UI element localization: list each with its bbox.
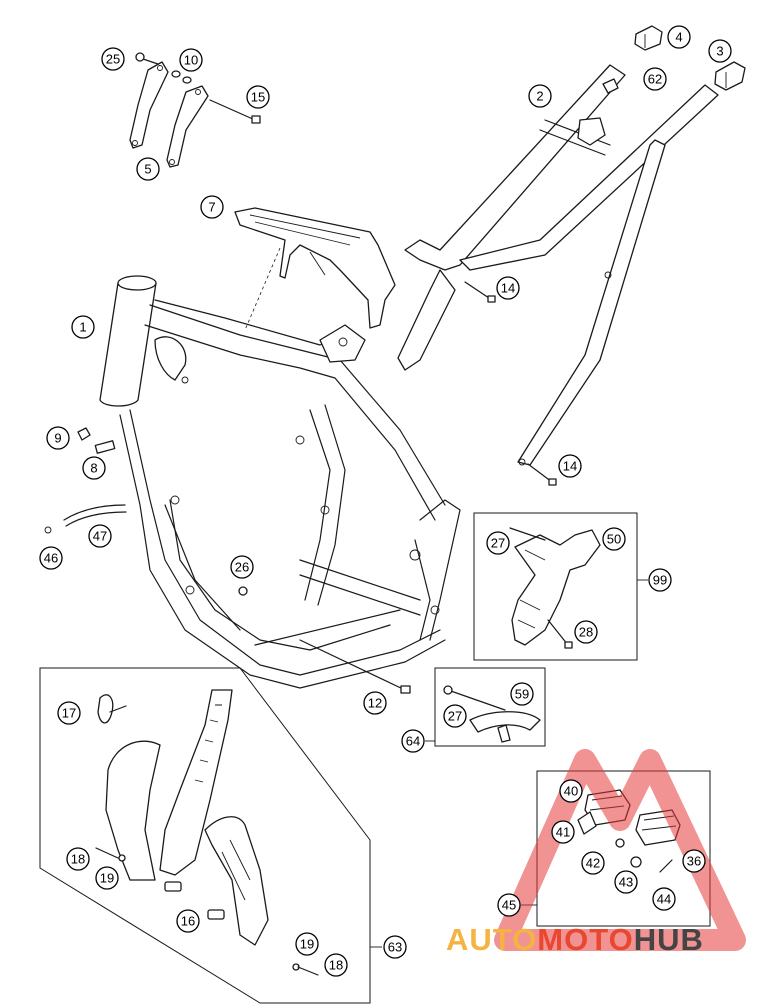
svg-text:64: 64 <box>406 734 420 749</box>
callout-45: 45 <box>497 893 521 917</box>
svg-text:14: 14 <box>501 281 515 296</box>
svg-text:4: 4 <box>675 30 682 45</box>
callout-2: 2 <box>528 84 552 108</box>
svg-text:27: 27 <box>448 709 462 724</box>
svg-text:18: 18 <box>71 852 85 867</box>
subframe <box>397 64 719 466</box>
callout-63: 63 <box>383 935 407 959</box>
callout-8: 8 <box>82 456 106 480</box>
svg-text:62: 62 <box>648 72 662 87</box>
svg-text:45: 45 <box>502 898 516 913</box>
svg-text:2: 2 <box>536 89 543 104</box>
svg-text:28: 28 <box>579 625 593 640</box>
callout-7: 7 <box>200 195 224 219</box>
callout-64: 64 <box>401 729 425 753</box>
svg-text:25: 25 <box>106 52 120 67</box>
callout-19b: 19 <box>295 932 319 956</box>
callout-42: 42 <box>581 851 605 875</box>
svg-text:3: 3 <box>716 44 723 59</box>
frame-guard-99 <box>509 527 601 649</box>
engine-brackets <box>129 52 261 168</box>
callout-40: 40 <box>559 779 583 803</box>
callout-3: 3 <box>708 39 732 63</box>
svg-text:16: 16 <box>181 914 195 929</box>
svg-text:9: 9 <box>54 431 61 446</box>
callout-19a: 19 <box>95 866 119 890</box>
callout-9: 9 <box>46 426 70 450</box>
callout-10: 10 <box>179 48 203 72</box>
svg-text:41: 41 <box>556 825 570 840</box>
tank-bracket <box>234 207 396 331</box>
callout-43: 43 <box>614 870 638 894</box>
hardware-small <box>44 281 557 694</box>
svg-text:26: 26 <box>235 560 249 575</box>
svg-text:40: 40 <box>564 784 578 799</box>
frame-protectors-63 <box>95 689 319 976</box>
logo-auto: AUTO <box>446 922 538 957</box>
automotohub-logo: AUTOMOTOHUB <box>446 924 704 955</box>
watermark-triangle <box>494 749 746 951</box>
callout-4: 4 <box>667 25 691 49</box>
callout-15: 15 <box>246 85 270 109</box>
callout-46: 46 <box>39 546 63 570</box>
callout-5: 5 <box>136 157 160 181</box>
callout-14a: 14 <box>496 276 520 300</box>
callout-27a: 27 <box>486 531 510 555</box>
callout-17: 17 <box>57 701 81 725</box>
callout-50: 50 <box>602 527 626 551</box>
svg-text:19: 19 <box>100 871 114 886</box>
callout-62: 62 <box>643 67 667 91</box>
svg-text:43: 43 <box>619 875 633 890</box>
callout-14b: 14 <box>558 454 582 478</box>
svg-text:44: 44 <box>657 892 671 907</box>
callout-28: 28 <box>574 620 598 644</box>
logo-hub: HUB <box>633 922 704 957</box>
svg-text:5: 5 <box>144 162 151 177</box>
svg-text:27: 27 <box>491 536 505 551</box>
svg-text:10: 10 <box>184 53 198 68</box>
callout-26: 26 <box>230 555 254 579</box>
callout-18a: 18 <box>66 847 90 871</box>
callout-41: 41 <box>551 820 575 844</box>
callout-36: 36 <box>682 849 706 873</box>
svg-text:17: 17 <box>62 706 76 721</box>
callout-25: 25 <box>101 47 125 71</box>
callout-27b: 27 <box>443 704 467 728</box>
main-frame <box>99 275 461 689</box>
svg-text:42: 42 <box>586 856 600 871</box>
frame-plug-4 <box>634 25 663 51</box>
svg-text:50: 50 <box>607 532 621 547</box>
svg-text:7: 7 <box>208 200 215 215</box>
svg-text:63: 63 <box>388 940 402 955</box>
svg-text:18: 18 <box>329 958 343 973</box>
chain-guide-64 <box>443 685 541 743</box>
svg-text:59: 59 <box>515 687 529 702</box>
frame-plug-3 <box>714 61 746 91</box>
svg-text:1: 1 <box>79 320 86 335</box>
svg-text:14: 14 <box>563 459 577 474</box>
group-box-99 <box>473 512 648 661</box>
callout-44: 44 <box>652 887 676 911</box>
svg-text:46: 46 <box>44 551 58 566</box>
svg-text:19: 19 <box>300 937 314 952</box>
callout-99: 99 <box>648 568 672 592</box>
group-box-64 <box>425 667 546 747</box>
callout-1: 1 <box>71 315 95 339</box>
callout-18b: 18 <box>324 953 348 977</box>
logo-moto: MOTO <box>537 922 634 957</box>
svg-text:47: 47 <box>93 529 107 544</box>
svg-text:12: 12 <box>368 696 382 711</box>
callout-47: 47 <box>88 524 112 548</box>
svg-text:99: 99 <box>653 573 667 588</box>
svg-text:36: 36 <box>687 854 701 869</box>
bumper-62 <box>602 78 619 94</box>
callout-12: 12 <box>363 691 387 715</box>
callout-59: 59 <box>510 682 534 706</box>
svg-text:8: 8 <box>90 461 97 476</box>
callout-16a: 16 <box>176 909 200 933</box>
svg-text:15: 15 <box>251 90 265 105</box>
